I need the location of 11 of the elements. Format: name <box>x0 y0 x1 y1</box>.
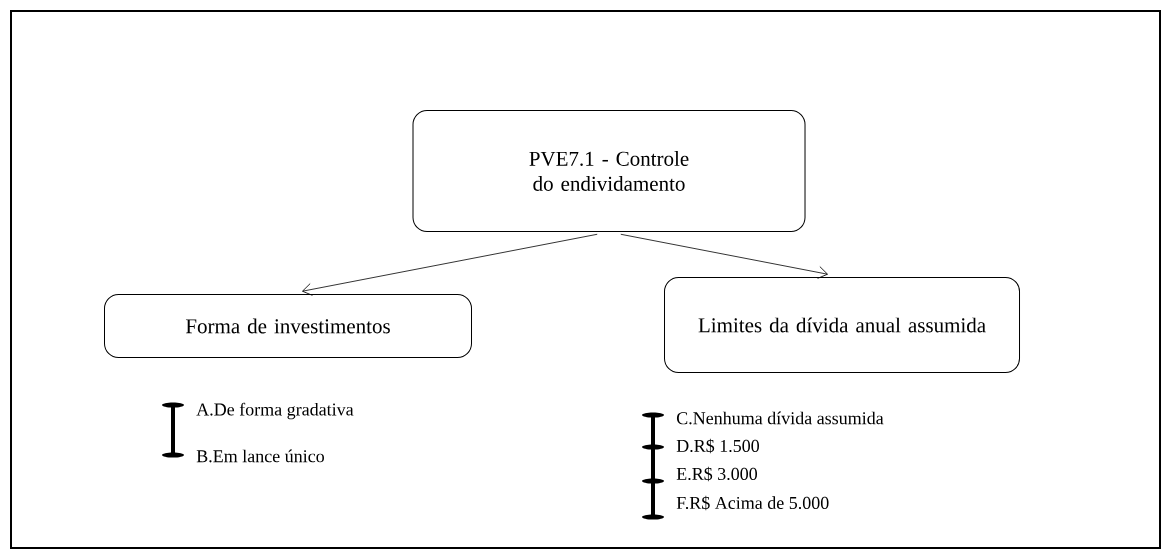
option-label: C.Nenhuma dívida assumida <box>676 411 884 425</box>
option-label: D.R$ 1.500 <box>676 438 759 454</box>
concept-box: Limites da dívida anual assumida <box>664 277 1020 373</box>
arrow <box>302 233 598 296</box>
option-label: E.R$ 3.000 <box>676 466 758 482</box>
concept-box: PVE7.1 - Controle do endividamento <box>412 110 806 232</box>
option-label: A.De forma gradativa <box>196 402 354 420</box>
option-label: B.Em lance único <box>196 449 324 463</box>
option-label: F.R$ Acima de 5.000 <box>676 495 829 511</box>
arrow <box>620 233 828 279</box>
concept-box: Forma de investimentos <box>104 294 472 358</box>
